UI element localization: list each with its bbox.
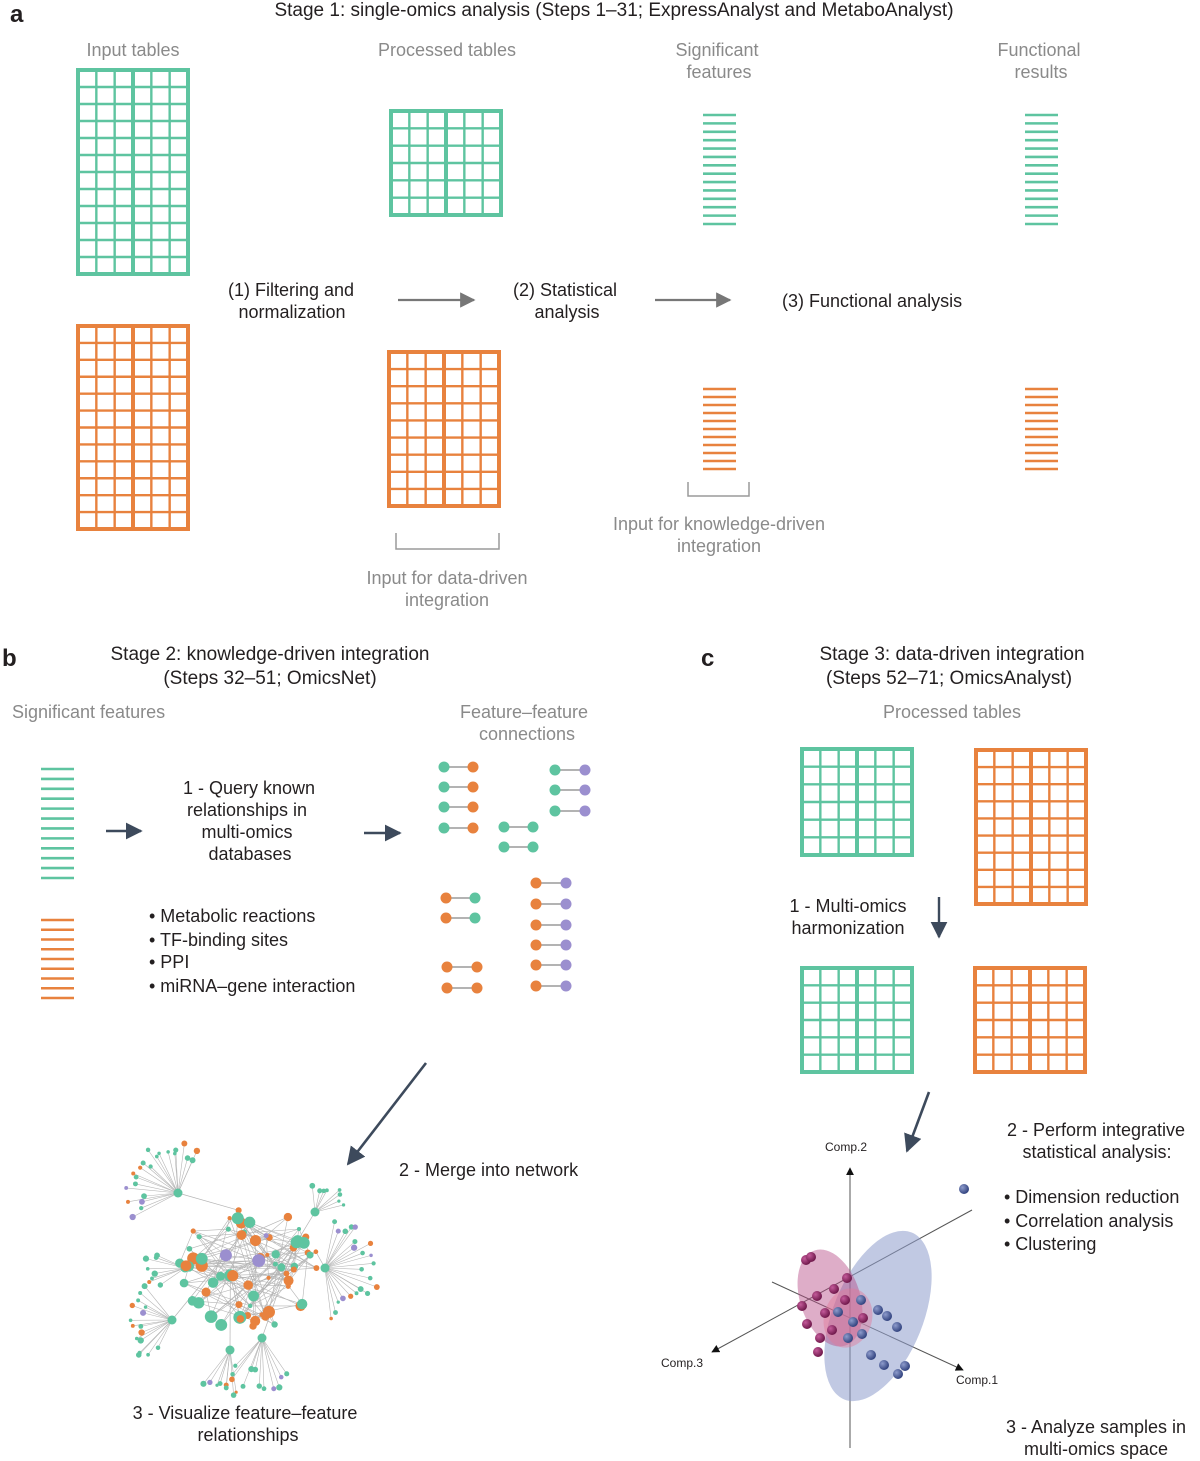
database-bullet-2: • TF-binding sites (149, 930, 289, 950)
connection-pair (441, 961, 483, 973)
functional-results-metabolomics (1025, 387, 1058, 471)
step1-label-2: normalization (238, 302, 346, 322)
bracket-knowledge-driven (687, 482, 750, 497)
input-table-metabolomics (76, 324, 190, 531)
connection-pair (530, 898, 572, 910)
significant-features-b-metabolomics (41, 918, 74, 1000)
analyze-label-1: 3 - Analyze samples in (1005, 1417, 1187, 1437)
panel-c-title-1: Stage 3: data-driven integration (819, 644, 1085, 665)
database-bullet-1: • Metabolic reactions (149, 906, 316, 926)
label-significant-features-1: Significant (675, 40, 759, 60)
connection-pair (498, 821, 539, 833)
connection-pair (438, 781, 479, 793)
feature-lists (41, 113, 1058, 1000)
analysis-bullet-1: • Dimension reduction (1004, 1187, 1180, 1207)
query-label-2: relationships in (186, 800, 308, 820)
analysis-bullet-3: • Clustering (1004, 1234, 1097, 1254)
analyze-label-2: multi-omics space (1023, 1439, 1169, 1459)
processed-table-c-metabolomics (974, 748, 1088, 906)
processed-table-c-transcriptomics (800, 747, 914, 857)
connection-pair (530, 980, 572, 992)
connection-pair (438, 761, 479, 773)
input-knowledge-label-2: integration (676, 536, 762, 556)
step3-label: (3) Functional analysis (782, 291, 963, 311)
axis-label-comp1: Comp.1 (956, 1373, 999, 1387)
label-significant-features-2: features (686, 62, 752, 82)
database-bullet-4: • miRNA–gene interaction (149, 976, 356, 996)
processed-table-metabolomics (387, 350, 501, 508)
axis-label-comp3: Comp.3 (661, 1356, 704, 1370)
query-label-1: 1 - Query known (182, 778, 316, 798)
label-processed-tables: Processed tables (377, 40, 517, 60)
connection-pair (530, 959, 572, 971)
input-data-label-1: Input for data-driven (366, 568, 528, 588)
perform-label-1: 2 - Perform integrative (1006, 1120, 1186, 1140)
connection-pair (549, 784, 591, 796)
database-bullet-3: • PPI (149, 952, 190, 972)
functional-results-transcriptomics (1025, 113, 1058, 226)
harmonization-label-1: 1 - Multi-omics (789, 896, 907, 916)
panel-c-title-2: (Steps 52–71; OmicsAnalyst) (825, 668, 1073, 689)
connection-pair (530, 877, 572, 889)
network-nodes (124, 1140, 380, 1398)
merged-network (124, 1140, 380, 1398)
connection-pair (498, 841, 539, 853)
connection-pair (438, 801, 479, 813)
connection-pair (440, 912, 481, 924)
connection-pair (438, 822, 479, 834)
label-feature-connections-2: connections (478, 724, 576, 744)
significant-features-b-transcriptomics (41, 767, 74, 880)
merge-label: 2 - Merge into network (399, 1160, 579, 1180)
perform-label-2: statistical analysis: (1022, 1142, 1172, 1162)
analysis-bullet-2: • Correlation analysis (1004, 1211, 1174, 1231)
label-input-tables: Input tables (86, 40, 180, 60)
input-data-label-2: integration (404, 590, 490, 610)
connection-pair (441, 982, 483, 994)
processed-table-transcriptomics (389, 109, 503, 217)
harmonized-table-transcriptomics (800, 966, 914, 1074)
pca-ellipses (797, 1230, 932, 1402)
input-knowledge-label-1: Input for knowledge-driven (612, 514, 826, 534)
label-processed-tables-c: Processed tables (882, 702, 1022, 722)
step1-label-1: (1) Filtering and (227, 280, 355, 300)
pca-3d-plot (711, 1167, 973, 1448)
pca-points (797, 1184, 969, 1379)
visualize-label-2: relationships (197, 1425, 299, 1445)
network-edges (126, 1143, 377, 1396)
panel-a-title: Stage 1: single-omics analysis (Steps 1–… (274, 0, 954, 21)
panel-c-letter: c (701, 645, 715, 672)
step2-label-1: (2) Statistical (512, 280, 618, 300)
harmonized-table-metabolomics (973, 966, 1087, 1074)
arrow-to-pca (904, 1091, 931, 1153)
connection-pair (530, 919, 572, 931)
feature-connections (438, 761, 591, 994)
panel-b-letter: b (2, 645, 17, 672)
step2-label-2: analysis (534, 302, 600, 322)
label-functional-results-2: results (1014, 62, 1068, 82)
query-label-3: multi-omics (201, 822, 293, 842)
label-significant-features-b: Significant features (12, 702, 166, 722)
label-functional-results-1: Functional (997, 40, 1081, 60)
panel-a-letter: a (10, 1, 24, 28)
arrow-merge-into-network (346, 1062, 428, 1166)
query-label-4: databases (208, 844, 292, 864)
significant-features-metabolomics (703, 387, 736, 471)
axis-label-comp2: Comp.2 (825, 1140, 868, 1154)
input-table-transcriptomics (76, 68, 190, 276)
label-feature-connections-1: Feature–feature (459, 702, 589, 722)
data-tables (76, 68, 1088, 1074)
panel-b-title-2: (Steps 32–51; OmicsNet) (163, 668, 377, 689)
harmonization-label-2: harmonization (791, 918, 905, 938)
connection-pair (549, 805, 591, 817)
bracket-data-driven (395, 533, 500, 550)
connection-pair (530, 939, 572, 951)
panel-b-title-1: Stage 2: knowledge-driven integration (110, 644, 430, 665)
connection-pair (549, 764, 591, 776)
connection-pair (440, 892, 481, 904)
visualize-label-1: 3 - Visualize feature–feature (132, 1403, 358, 1423)
significant-features-transcriptomics (703, 113, 736, 226)
